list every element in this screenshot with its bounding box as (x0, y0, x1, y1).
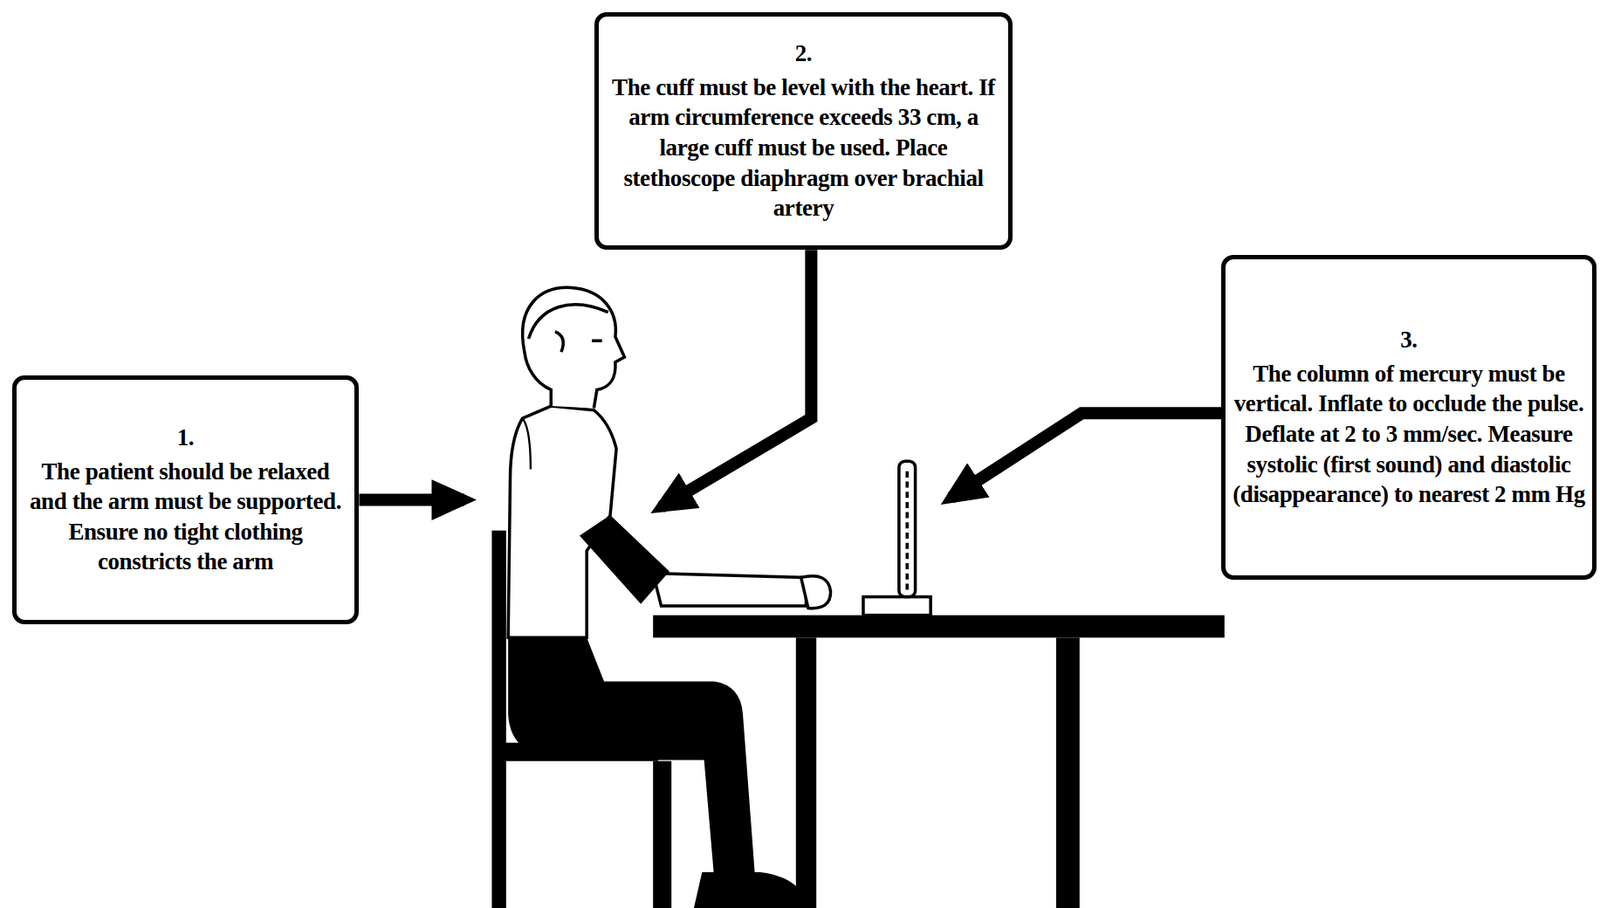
callout-text: The cuff must be level with the heart. I… (605, 72, 1002, 224)
callout-box: 3.The column of mercury must be vertical… (1221, 254, 1597, 580)
ear (555, 331, 564, 352)
callout-number: 1. (177, 422, 194, 454)
patient-shoe (693, 872, 809, 908)
manometer-base (863, 597, 931, 616)
callout-box: 1.The patient should be relaxed and the … (12, 375, 359, 625)
callout-box: 2.The cuff must be level with the heart.… (594, 12, 1013, 250)
hair-line (528, 304, 609, 339)
table-leg (1056, 637, 1080, 908)
patient-torso (508, 405, 617, 638)
chair-leg (652, 761, 672, 908)
patient-fist (801, 576, 831, 609)
chair-back (491, 530, 506, 908)
leader-arrow (358, 494, 464, 507)
leader-arrow (951, 412, 1223, 498)
mercury-column (899, 460, 916, 597)
callout-text: The patient should be relaxed and the ar… (23, 456, 348, 577)
patient-head (522, 287, 625, 408)
callout-number: 3. (1400, 324, 1417, 356)
patient-legs (508, 637, 756, 879)
eye (591, 339, 603, 344)
bp-cuff (579, 515, 670, 605)
table-leg (796, 637, 817, 908)
callout-number: 2. (795, 38, 812, 69)
shirt-line (522, 418, 531, 469)
leader-arrow (661, 249, 812, 507)
mercury-scale (905, 471, 909, 592)
patient-forearm (652, 573, 806, 606)
callout-text: The column of mercury must be vertical. … (1232, 358, 1586, 510)
table-top (652, 615, 1225, 639)
